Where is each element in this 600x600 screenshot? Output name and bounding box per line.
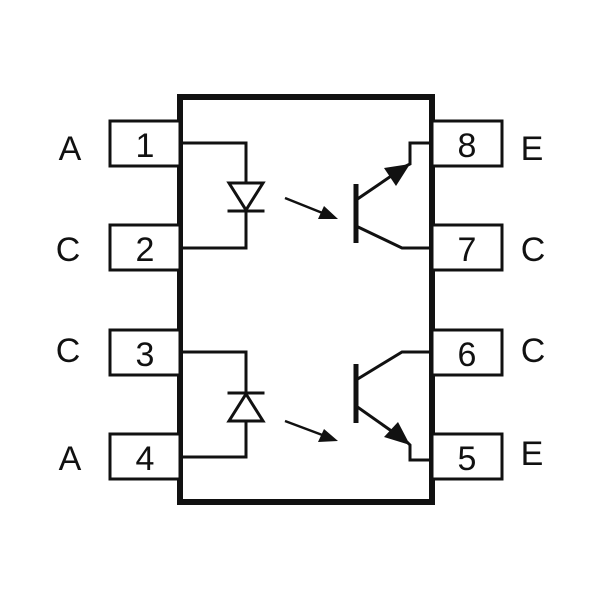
lower-emitter-wire <box>405 440 434 462</box>
upper-light-arrow-icon <box>284 196 338 219</box>
upper-phototransistor <box>353 141 434 250</box>
pin-3-box <box>108 328 182 377</box>
pin-8: 8 E <box>430 119 544 168</box>
pin-8-box <box>430 119 504 168</box>
pin-1-signal: A <box>59 130 82 168</box>
upper-emitter-arrow-icon <box>384 164 410 186</box>
pin-2-box <box>108 223 182 272</box>
pin-6-number: 6 <box>458 336 477 374</box>
pin-3: 3 C <box>56 328 182 377</box>
upper-led-cathode-wire <box>178 210 248 250</box>
pin-5-number: 5 <box>458 440 477 478</box>
pin-1-box <box>108 119 182 168</box>
pin-2: 2 C <box>56 223 182 272</box>
pin-5-signal: E <box>521 435 544 473</box>
pin-7-number: 7 <box>458 231 477 269</box>
pin-6-box <box>430 328 504 377</box>
lower-emitter-arrow-icon <box>384 422 410 445</box>
lower-collector-wire <box>353 350 434 383</box>
lower-led-anode-wire <box>178 419 248 459</box>
upper-led-anode-wire <box>178 141 248 185</box>
pin-5-box <box>430 432 504 481</box>
pin-3-signal: C <box>56 332 81 370</box>
upper-emitter-wire <box>401 141 434 170</box>
pin-7: 7 C <box>430 223 546 272</box>
pin-6: 6 C <box>430 328 546 377</box>
pin-1: 1 A <box>59 119 182 168</box>
pin-5: 5 E <box>430 432 544 481</box>
pin-4-number: 4 <box>136 440 155 478</box>
pin-4-signal: A <box>59 440 82 478</box>
upper-led-diode-icon <box>226 181 266 213</box>
package-body <box>177 94 435 505</box>
lower-led-diode-icon <box>226 391 266 423</box>
lower-phototransistor <box>353 350 434 462</box>
pin-8-number: 8 <box>458 127 477 165</box>
pin-2-number: 2 <box>136 231 155 269</box>
pin-6-signal: C <box>521 332 546 370</box>
pin-7-signal: C <box>521 231 546 269</box>
pin-4: 4 A <box>59 432 182 481</box>
upper-led <box>178 141 266 250</box>
pin-1-number: 1 <box>136 127 155 165</box>
lower-led-cathode-wire <box>178 350 248 394</box>
lower-light-arrow-icon <box>284 419 338 442</box>
pin-2-signal: C <box>56 231 81 269</box>
pin-3-number: 3 <box>136 336 155 374</box>
upper-collector-wire <box>353 223 434 250</box>
lower-led <box>178 350 266 459</box>
pin-8-signal: E <box>521 130 544 168</box>
